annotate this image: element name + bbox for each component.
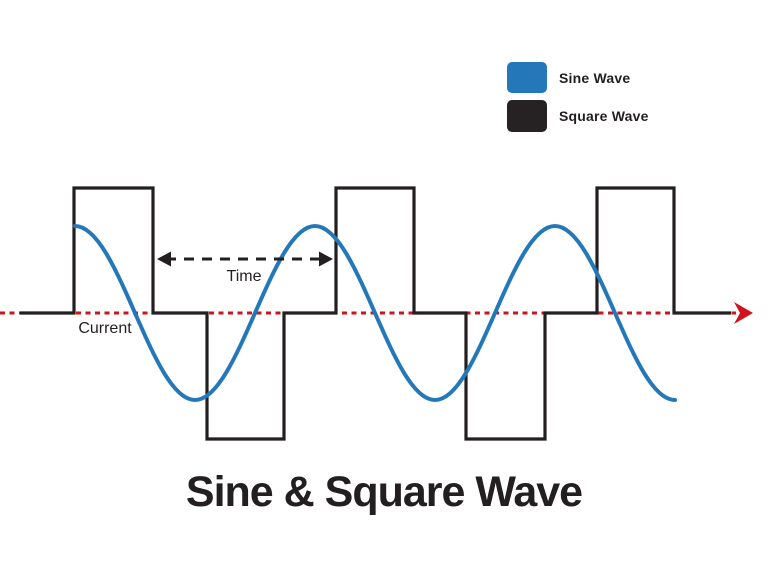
time-arrowhead-right-icon [319, 251, 333, 267]
time-label: Time [227, 268, 262, 285]
square-wave-curve [20, 186, 731, 441]
legend: Sine Wave Square Wave [507, 62, 649, 132]
square-wave-swatch-icon [507, 100, 547, 132]
sine-wave-swatch-icon [507, 62, 547, 93]
legend-item-square: Square Wave [507, 100, 649, 132]
time-period-marker: Time [157, 251, 333, 285]
page-title: Sine & Square Wave [185, 468, 583, 516]
legend-item-sine: Sine Wave [507, 62, 649, 93]
time-arrowhead-left-icon [157, 251, 171, 267]
legend-label-square: Square Wave [559, 108, 649, 124]
legend-label-sine: Sine Wave [559, 69, 631, 86]
current-label: Current [78, 320, 132, 337]
sine-wave-curve [73, 223, 677, 403]
axis-arrowhead-icon [734, 302, 753, 324]
